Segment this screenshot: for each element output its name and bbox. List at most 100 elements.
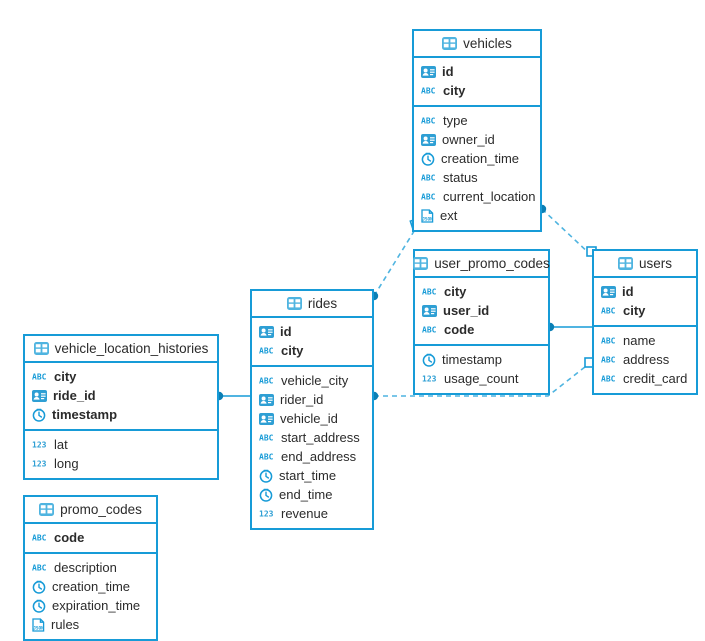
primary-key-section: ABC code (25, 524, 156, 554)
svg-text:ABC: ABC (259, 377, 274, 386)
table-title: users (638, 256, 672, 271)
svg-text:ABC: ABC (601, 337, 616, 346)
field-row: ABC credit_card (594, 369, 696, 388)
field-row: ABC city (252, 341, 372, 360)
primary-key-section: id ABC city (414, 58, 540, 107)
field-row: ABC city (415, 282, 548, 301)
field-name: current_location (443, 189, 536, 204)
field-row: start_time (252, 466, 372, 485)
field-row: ABC current_location (414, 187, 540, 206)
field-row: ABC address (594, 350, 696, 369)
table-icon (442, 37, 458, 50)
abc-icon: ABC (259, 345, 275, 356)
svg-text:JSON: JSON (33, 625, 44, 631)
field-name: owner_id (442, 132, 495, 147)
field-row: JSON ext (414, 206, 540, 225)
table-header-promo-codes: promo_codes (25, 497, 156, 524)
number-icon: 123 (259, 508, 275, 519)
field-name: code (444, 322, 475, 337)
relationship-user-promo-codes-to-users (545, 322, 592, 332)
field-row: ABC name (594, 331, 696, 350)
field-name: end_address (281, 449, 357, 464)
field-name: long (54, 456, 79, 471)
field-name: ext (440, 208, 458, 223)
field-name: start_time (279, 468, 337, 483)
svg-text:123: 123 (259, 510, 274, 519)
primary-key-section: id ABC city (594, 278, 696, 327)
field-name: city (623, 303, 646, 318)
field-name: id (622, 284, 634, 299)
field-row: 123 long (25, 454, 217, 473)
field-name: rules (51, 617, 80, 632)
field-row: id (594, 282, 696, 301)
clock-icon (422, 353, 436, 367)
table-header-rides: rides (252, 291, 372, 318)
svg-text:ABC: ABC (421, 193, 436, 202)
svg-text:ABC: ABC (421, 87, 436, 96)
field-row: ABC city (594, 301, 696, 320)
table-node-vehicle-location-histories[interactable]: vehicle_location_histories ABC city ride… (23, 334, 219, 480)
svg-text:JSON: JSON (422, 216, 433, 222)
json-icon: JSON (32, 617, 45, 632)
table-title: rides (307, 296, 338, 311)
field-row: id (252, 322, 372, 341)
field-name: start_address (281, 430, 360, 445)
table-node-vehicles[interactable]: vehicles id ABC city ABC type owner_id (412, 29, 542, 232)
field-section: ABC description creation_time expiration… (25, 554, 156, 639)
abc-icon: ABC (421, 115, 437, 126)
abc-icon: ABC (32, 371, 48, 382)
field-name: code (54, 530, 85, 545)
field-name: status (443, 170, 478, 185)
key-id-icon (422, 304, 437, 317)
field-name: type (443, 113, 468, 128)
field-row: ABC status (414, 168, 540, 187)
table-icon (286, 297, 302, 310)
abc-icon: ABC (421, 85, 437, 96)
field-name: city (54, 369, 77, 384)
field-name: end_time (279, 487, 333, 502)
svg-text:ABC: ABC (601, 307, 616, 316)
field-name: timestamp (442, 352, 502, 367)
table-node-promo-codes[interactable]: promo_codes ABC code ABC description cre… (23, 495, 158, 641)
svg-text:123: 123 (32, 441, 47, 450)
json-icon: JSON (421, 208, 434, 223)
field-row: timestamp (25, 405, 217, 424)
field-name: vehicle_id (280, 411, 338, 426)
primary-key-section: ABC city user_id ABC code (415, 278, 548, 346)
key-id-icon (259, 393, 274, 406)
field-row: 123 lat (25, 435, 217, 454)
table-title: promo_codes (60, 502, 142, 517)
table-node-user-promo-codes[interactable]: user_promo_codes ABC city user_id ABC co… (413, 249, 550, 395)
field-row: id (414, 62, 540, 81)
field-name: vehicle_city (281, 373, 349, 388)
field-row: end_time (252, 485, 372, 504)
abc-icon: ABC (32, 562, 48, 573)
field-row: 123 revenue (252, 504, 372, 523)
svg-text:ABC: ABC (32, 534, 47, 543)
field-row: user_id (415, 301, 548, 320)
table-node-rides[interactable]: rides id ABC city ABC vehicle_city rider… (250, 289, 374, 530)
svg-text:ABC: ABC (259, 434, 274, 443)
field-row: ABC start_address (252, 428, 372, 447)
abc-icon: ABC (601, 373, 617, 384)
field-row: vehicle_id (252, 409, 372, 428)
field-row: expiration_time (25, 596, 156, 615)
abc-icon: ABC (601, 335, 617, 346)
table-icon (617, 257, 633, 270)
abc-icon: ABC (422, 286, 438, 297)
clock-icon (32, 580, 46, 594)
field-name: usage_count (444, 371, 519, 386)
svg-text:ABC: ABC (32, 564, 47, 573)
field-name: user_id (443, 303, 490, 318)
table-header-vehicles: vehicles (414, 31, 540, 58)
field-name: city (281, 343, 304, 358)
abc-icon: ABC (421, 172, 437, 183)
key-id-icon (32, 389, 47, 402)
table-node-users[interactable]: users id ABC city ABC name ABC address A… (592, 249, 698, 395)
svg-text:ABC: ABC (422, 288, 437, 297)
field-name: lat (54, 437, 68, 452)
svg-text:ABC: ABC (422, 326, 437, 335)
key-id-icon (259, 412, 274, 425)
key-id-icon (259, 325, 274, 338)
clock-icon (32, 599, 46, 613)
